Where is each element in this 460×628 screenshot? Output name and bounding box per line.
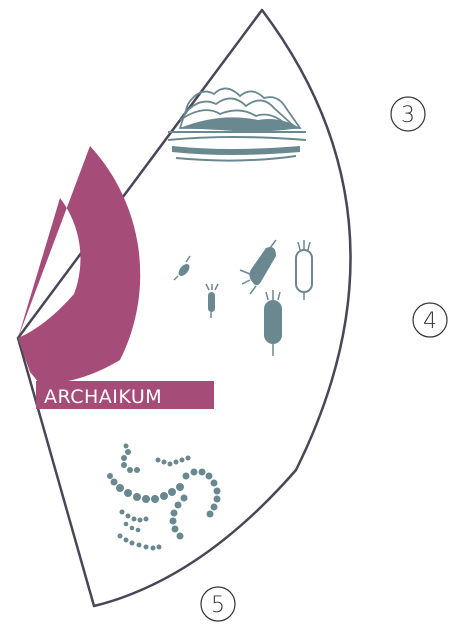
marker-4: 4: [413, 303, 447, 337]
marker-3-label: 3: [401, 103, 415, 128]
marker-4-label: 4: [423, 309, 437, 334]
era-label: ARCHAIKUM: [44, 386, 162, 408]
marker-3: 3: [391, 97, 425, 131]
marker-5-label: 5: [211, 593, 225, 618]
marker-5: 5: [201, 587, 235, 621]
